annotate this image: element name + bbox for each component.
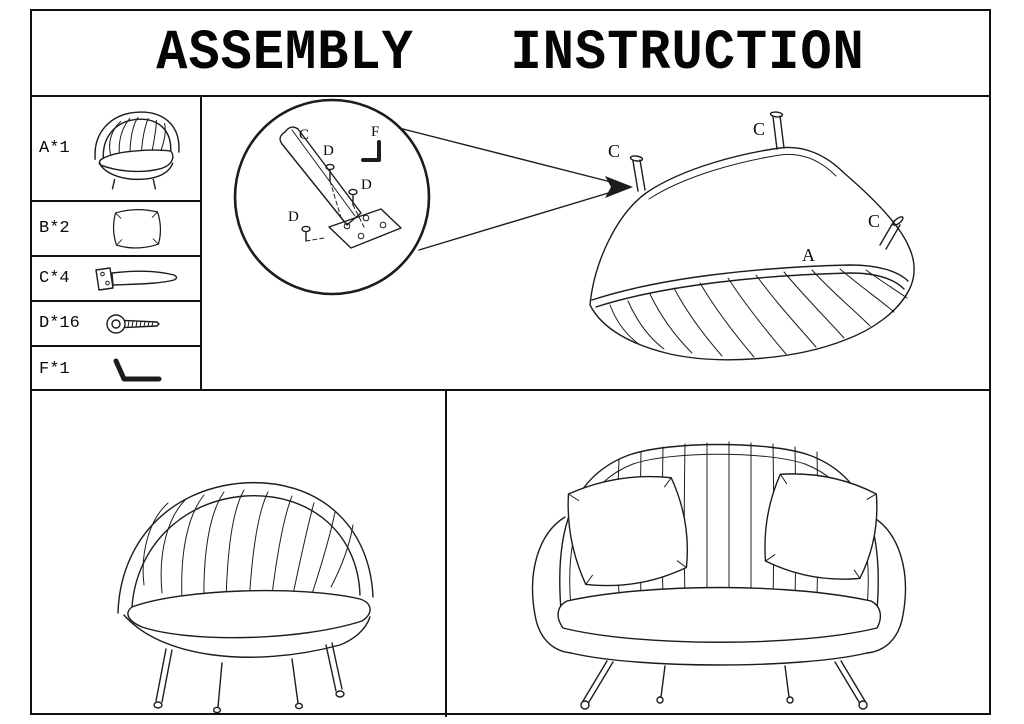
finished-sofa-panel xyxy=(447,391,992,717)
part-row-a: A*1 xyxy=(32,97,200,202)
left-pillow xyxy=(567,475,689,587)
finished-sofa-drawing xyxy=(531,441,907,710)
right-pillow xyxy=(764,473,878,580)
callout-label-leg-3: C xyxy=(868,211,881,231)
bottom-section xyxy=(32,391,989,717)
part-label-f: F*1 xyxy=(39,359,70,379)
flipped-sofa-drawing xyxy=(589,111,915,361)
part-label-b: B*2 xyxy=(39,219,70,238)
assembled-sofa-drawing xyxy=(117,481,374,713)
top-section: A*1 xyxy=(32,97,989,391)
part-label-a: A*1 xyxy=(39,139,70,158)
callout-label-body: A xyxy=(802,245,815,265)
callout-label-allen-key: F xyxy=(371,124,380,140)
part-row-c: C*4 xyxy=(32,257,200,302)
assembly-step-panel: C D F D D C C C A xyxy=(202,97,989,389)
instruction-sheet: ASSEMBLY INSTRUCTION A*1 xyxy=(30,9,991,717)
assembly-step-drawing xyxy=(233,98,915,361)
page-title: ASSEMBLY INSTRUCTION xyxy=(156,21,865,85)
callout-label-bolt-1: D xyxy=(323,143,334,159)
callout-label-leg-2: C xyxy=(753,119,766,139)
part-row-b: B*2 xyxy=(32,202,200,257)
callout-label-leg-1: C xyxy=(608,141,621,161)
part-row-d: D*16 xyxy=(32,302,200,347)
sofa-leg-pins xyxy=(629,111,904,250)
pillow-part-icon xyxy=(80,204,200,254)
part-label-d: D*16 xyxy=(39,314,80,333)
callout-label-bolt-2: D xyxy=(361,177,372,193)
header: ASSEMBLY INSTRUCTION xyxy=(32,11,989,97)
sofa-legs xyxy=(153,642,345,713)
callout-label-leg-zoom: C xyxy=(299,127,310,143)
parts-list: A*1 xyxy=(32,97,202,389)
bolt-part-icon xyxy=(80,310,200,338)
callout-label-bolt-3: D xyxy=(288,209,299,225)
assembled-sofa-panel xyxy=(32,391,447,717)
armchair-part-icon xyxy=(80,104,200,194)
leg-part-icon xyxy=(80,264,200,294)
magnifier-detail xyxy=(233,98,431,296)
allen-key-part-icon xyxy=(80,352,200,386)
sofa-legs xyxy=(580,660,868,710)
part-row-f: F*1 xyxy=(32,347,200,391)
zoom-pointer-arrow xyxy=(398,127,633,251)
part-label-c: C*4 xyxy=(39,269,70,288)
